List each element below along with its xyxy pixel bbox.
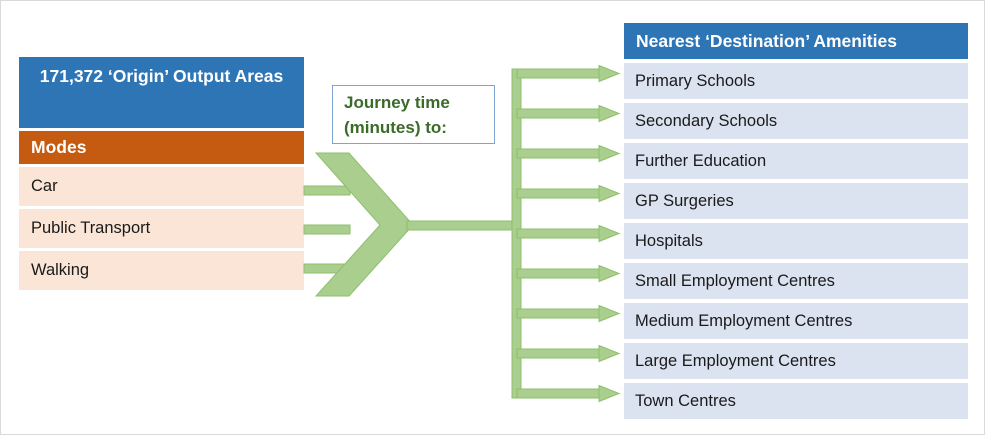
origin-panel: 171,372 ‘Origin’ Output Areas Modes Car … [19,57,304,290]
branch-arrow-large-employment-centres [516,344,621,363]
branch-arrow-hospitals [516,224,621,243]
destination-panel: Nearest ‘Destination’ Amenities Primary … [624,23,968,419]
amenity-row-town-centres: Town Centres [624,383,968,419]
mode-row-public-transport: Public Transport [19,209,304,248]
journey-time-line-2: (minutes) to: [344,118,447,137]
amenity-row-medium-employment-centres: Medium Employment Centres [624,303,968,339]
amenity-row-primary-schools: Primary Schools [624,63,968,99]
mode-stub-public-transport [303,224,351,235]
mode-stub-car [303,185,351,196]
branch-arrow-further-education [516,144,621,163]
mode-row-walking: Walking [19,251,304,290]
amenity-row-gp-surgeries: GP Surgeries [624,183,968,219]
journey-time-label: Journey time (minutes) to: [332,85,495,144]
branch-arrow-secondary-schools [516,104,621,123]
journey-time-line-1: Journey time [344,93,450,112]
branch-arrow-small-employment-centres [516,264,621,283]
amenity-row-hospitals: Hospitals [624,223,968,259]
origin-title: 171,372 ‘Origin’ Output Areas [19,57,304,128]
destination-title: Nearest ‘Destination’ Amenities [624,23,968,59]
branch-arrow-gp-surgeries [516,184,621,203]
trunk-feeder [406,220,520,231]
amenity-row-large-employment-centres: Large Employment Centres [624,343,968,379]
branch-arrow-town-centres [516,384,621,403]
branch-arrow-primary-schools [516,64,621,83]
amenity-row-small-employment-centres: Small Employment Centres [624,263,968,299]
chevron-arrow [314,152,414,297]
amenity-row-further-education: Further Education [624,143,968,179]
branch-arrow-medium-employment-centres [516,304,621,323]
modes-header: Modes [19,131,304,164]
amenity-row-secondary-schools: Secondary Schools [624,103,968,139]
mode-row-car: Car [19,167,304,206]
